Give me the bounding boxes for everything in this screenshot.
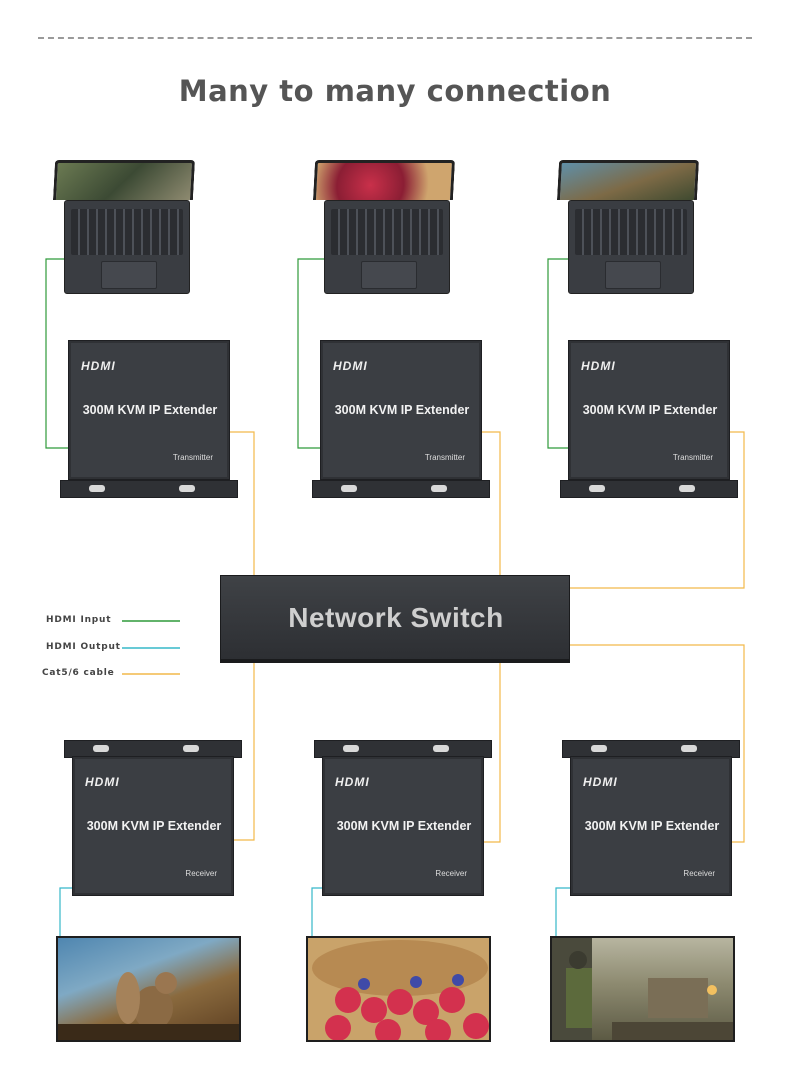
monitor-2 xyxy=(306,936,491,1042)
hdmi-logo: HDMI xyxy=(583,775,618,789)
mounting-flange xyxy=(560,480,738,498)
transmitter-1: HDMI 300M KVM IP Extender Transmitter xyxy=(60,340,238,500)
raspberries-image xyxy=(312,940,489,1040)
extender-model: 300M KVM IP Extender xyxy=(582,403,718,417)
hdmi-output-line-3 xyxy=(555,887,570,938)
monitor-1 xyxy=(56,936,241,1042)
hdmi-logo: HDMI xyxy=(581,359,616,373)
extender-model: 300M KVM IP Extender xyxy=(584,819,720,833)
receiver-2: HDMI 300M KVM IP Extender Receiver xyxy=(314,740,492,912)
hdmi-logo: HDMI xyxy=(85,775,120,789)
hdmi-output-line-1 xyxy=(59,887,72,938)
cat-line-tx-3 xyxy=(570,431,745,589)
hdmi-input-line-2 xyxy=(297,258,326,449)
laptop-screen xyxy=(52,160,196,200)
hdmi-output-line-2 xyxy=(311,887,322,938)
extender-model: 300M KVM IP Extender xyxy=(86,819,222,833)
laptop-1 xyxy=(52,160,196,295)
hdmi-logo: HDMI xyxy=(81,359,116,373)
extender-role: Receiver xyxy=(185,869,217,878)
cat-line-tx-2 xyxy=(482,431,501,575)
transmitter-2: HDMI 300M KVM IP Extender Transmitter xyxy=(312,340,490,500)
extender-model: 300M KVM IP Extender xyxy=(334,403,470,417)
extender-role: Receiver xyxy=(683,869,715,878)
extender-role: Transmitter xyxy=(172,453,213,462)
cat-line-rx-2 xyxy=(482,660,501,843)
transmitter-3: HDMI 300M KVM IP Extender Transmitter xyxy=(560,340,738,500)
hdmi-input-line-3 xyxy=(547,258,570,449)
switch-label: Network Switch xyxy=(288,602,504,633)
laptop-base xyxy=(324,200,450,294)
laptop-2 xyxy=(312,160,456,295)
extender-role: Transmitter xyxy=(672,453,713,462)
receiver-1: HDMI 300M KVM IP Extender Receiver xyxy=(64,740,242,912)
legend-output-label: HDMI Output xyxy=(46,642,121,652)
monitor-3 xyxy=(550,936,735,1042)
extender-body: HDMI 300M KVM IP Extender Transmitter xyxy=(568,340,730,480)
extender-role: Receiver xyxy=(435,869,467,878)
laptop-base xyxy=(64,200,190,294)
extender-model: 300M KVM IP Extender xyxy=(82,403,218,417)
legend-cable-label: Cat5/6 cable xyxy=(42,668,115,678)
hdmi-logo: HDMI xyxy=(335,775,370,789)
laptop-screen xyxy=(312,160,456,200)
cat-line-rx-1 xyxy=(232,660,255,841)
extender-body: HDMI 300M KVM IP Extender Receiver xyxy=(72,756,234,896)
mounting-flange xyxy=(312,480,490,498)
game-scene-image xyxy=(552,938,733,1040)
extender-body: HDMI 300M KVM IP Extender Transmitter xyxy=(68,340,230,480)
dashed-divider xyxy=(38,37,752,39)
extender-body: HDMI 300M KVM IP Extender Receiver xyxy=(570,756,732,896)
receiver-3: HDMI 300M KVM IP Extender Receiver xyxy=(562,740,740,912)
hdmi-input-line-1 xyxy=(45,258,68,449)
hdmi-logo: HDMI xyxy=(333,359,368,373)
legend-input-label: HDMI Input xyxy=(46,615,112,625)
extender-model: 300M KVM IP Extender xyxy=(336,819,472,833)
extender-body: HDMI 300M KVM IP Extender Receiver xyxy=(322,756,484,896)
cat-line-rx-3 xyxy=(570,644,745,843)
network-switch: Network Switch xyxy=(220,575,570,660)
page-title: Many to many connection xyxy=(178,74,612,108)
extender-role: Transmitter xyxy=(424,453,465,462)
laptop-base xyxy=(568,200,694,294)
squirrel-image xyxy=(58,972,239,1040)
laptop-3 xyxy=(556,160,700,295)
cat-line-tx-1 xyxy=(230,431,255,575)
laptop-screen xyxy=(556,160,700,200)
extender-body: HDMI 300M KVM IP Extender Transmitter xyxy=(320,340,482,480)
mounting-flange xyxy=(60,480,238,498)
